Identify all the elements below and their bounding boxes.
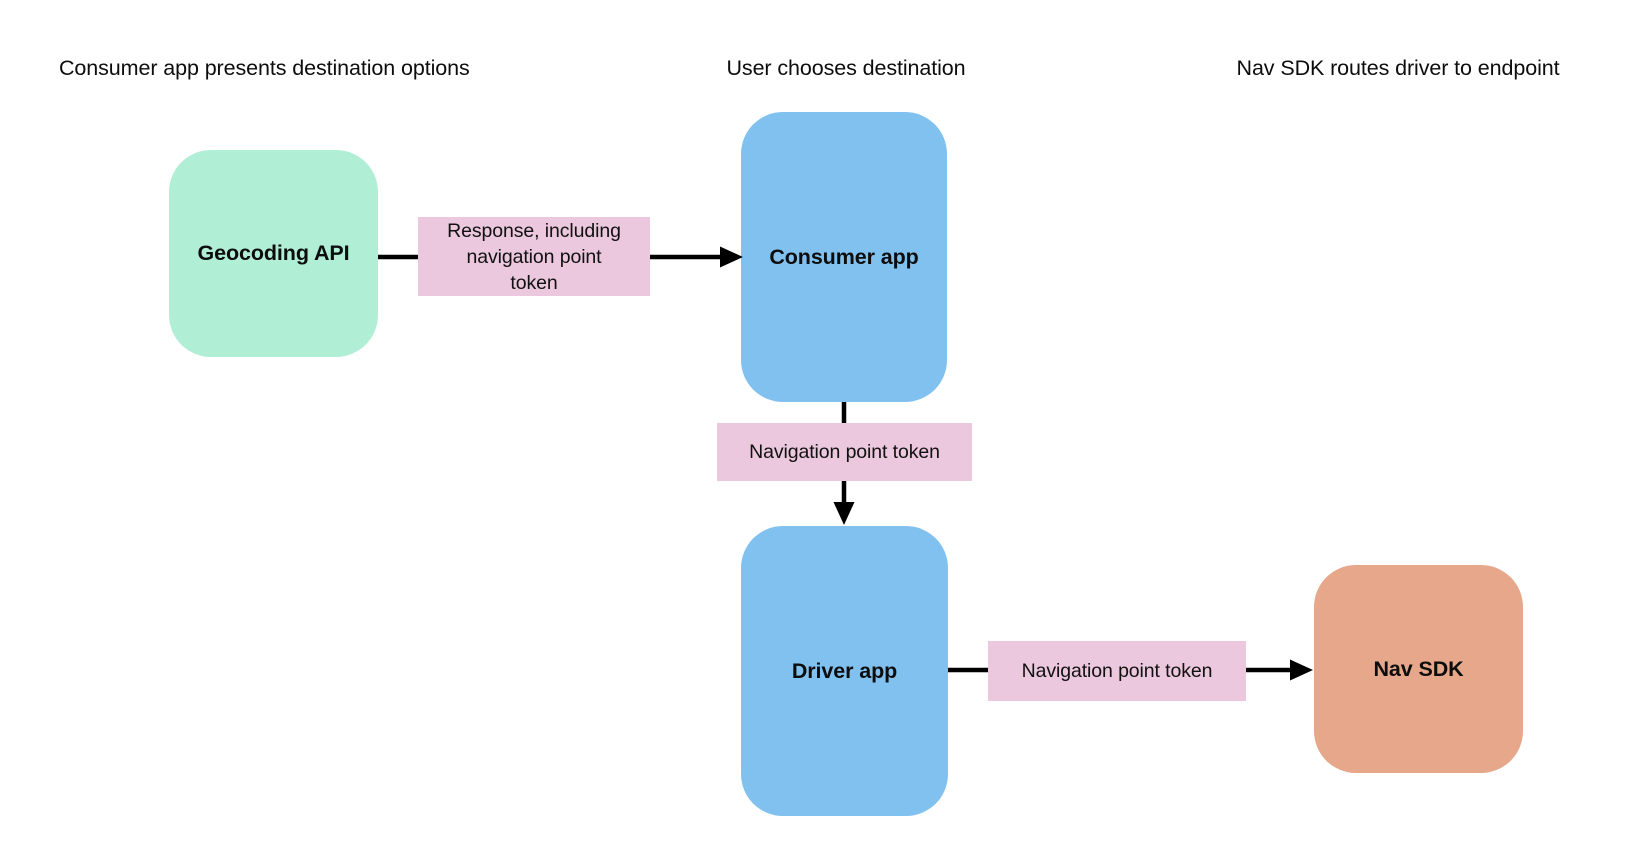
edge-label-text: Navigation point token	[749, 441, 940, 463]
node-label-geocoding-api: Geocoding API	[197, 241, 350, 265]
node-consumer-app: Consumer app	[741, 112, 947, 402]
edge-label-text: Navigation point token	[1021, 660, 1213, 682]
stage-heading-user-chooses: User chooses destination	[726, 56, 966, 80]
arrowhead-icon-consumer-to-driver	[833, 502, 855, 525]
edge-label-navigation-point-token-2: Navigation point token	[988, 641, 1246, 701]
stage-heading-consumer-app-presents: Consumer app presents destination option…	[59, 56, 470, 80]
node-driver-app: Driver app	[741, 526, 948, 816]
arrowhead-icon-geocoding-to-consumer	[720, 246, 743, 268]
stage-heading-nav-sdk-routes: Nav SDK routes driver to endpoint	[1236, 56, 1560, 80]
arrowhead-icon-driver-to-navsdk	[1290, 659, 1313, 681]
edge-label-navigation-point-token-1: Navigation point token	[717, 423, 972, 481]
node-label-nav-sdk: Nav SDK	[1373, 656, 1464, 681]
edge-label-response-including-token: Response, including navigation point tok…	[418, 217, 650, 296]
node-nav-sdk: Nav SDK	[1314, 565, 1523, 773]
node-geocoding-api: Geocoding API	[169, 150, 378, 357]
node-label-driver-app: Driver app	[791, 658, 898, 683]
edge-label-text: Response, including navigation point tok…	[447, 219, 621, 294]
node-label-consumer-app: Consumer app	[769, 244, 919, 269]
